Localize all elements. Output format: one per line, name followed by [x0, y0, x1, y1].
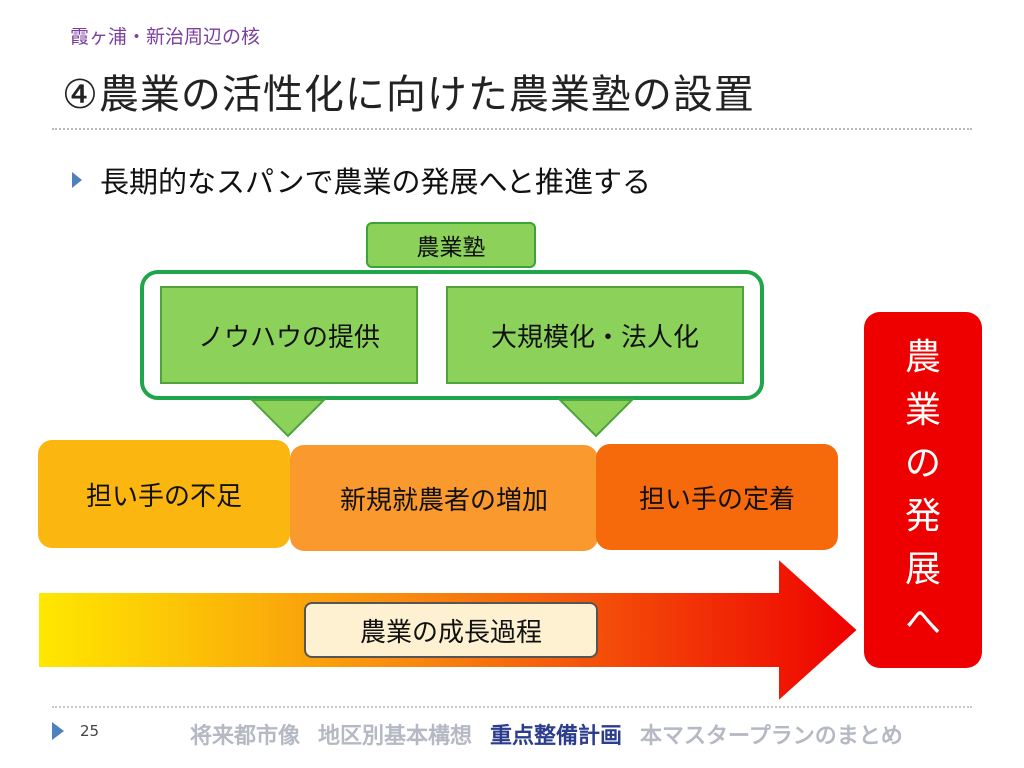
- footer-arrow-icon: [52, 722, 64, 740]
- growth-process-label: 農業の成長過程: [304, 602, 598, 658]
- stage-box-new-farmers: 新規就農者の増加: [290, 445, 598, 551]
- result-box: 農 業 の 発 展 へ: [864, 312, 982, 668]
- footer-nav: 将来都市像 地区別基本構想 重点整備計画 本マスタープランのまとめ: [190, 718, 1002, 750]
- result-char: 展: [904, 549, 941, 590]
- footer-divider: [52, 706, 972, 708]
- juku-label: 農業塾: [366, 222, 536, 268]
- result-char: へ: [904, 602, 941, 643]
- support-box-scale-up: 大規模化・法人化: [446, 286, 744, 384]
- down-arrow-knowhow: [250, 399, 326, 438]
- bullet-text: 長期的なスパンで農業の発展へと推進する: [100, 165, 652, 199]
- footer-nav-vision: 将来都市像: [190, 724, 301, 749]
- support-box-knowhow: ノウハウの提供: [160, 286, 418, 384]
- footer-nav-priority-plan: 重点整備計画: [490, 724, 623, 749]
- title-divider: [52, 128, 972, 130]
- stage-box-settlement: 担い手の定着: [596, 444, 838, 550]
- down-arrow-scale-up: [558, 399, 634, 438]
- result-char: の: [904, 443, 941, 484]
- stage-box-shortage: 担い手の不足: [38, 440, 290, 548]
- result-char: 業: [904, 390, 941, 431]
- bullet-point: 長期的なスパンで農業の発展へと推進する: [72, 158, 651, 202]
- footer-nav-summary: 本マスタープランのまとめ: [640, 724, 903, 749]
- result-char: 農: [904, 337, 941, 378]
- result-char: 発: [904, 496, 941, 537]
- section-subtitle: 霞ヶ浦・新治周辺の核: [70, 26, 261, 48]
- footer-nav-district-plan: 地区別基本構想: [318, 724, 473, 749]
- page-number: 25: [80, 722, 100, 740]
- bullet-arrow-icon: [72, 172, 82, 188]
- slide-title: ④農業の活性化に向けた農業塾の設置: [62, 72, 755, 118]
